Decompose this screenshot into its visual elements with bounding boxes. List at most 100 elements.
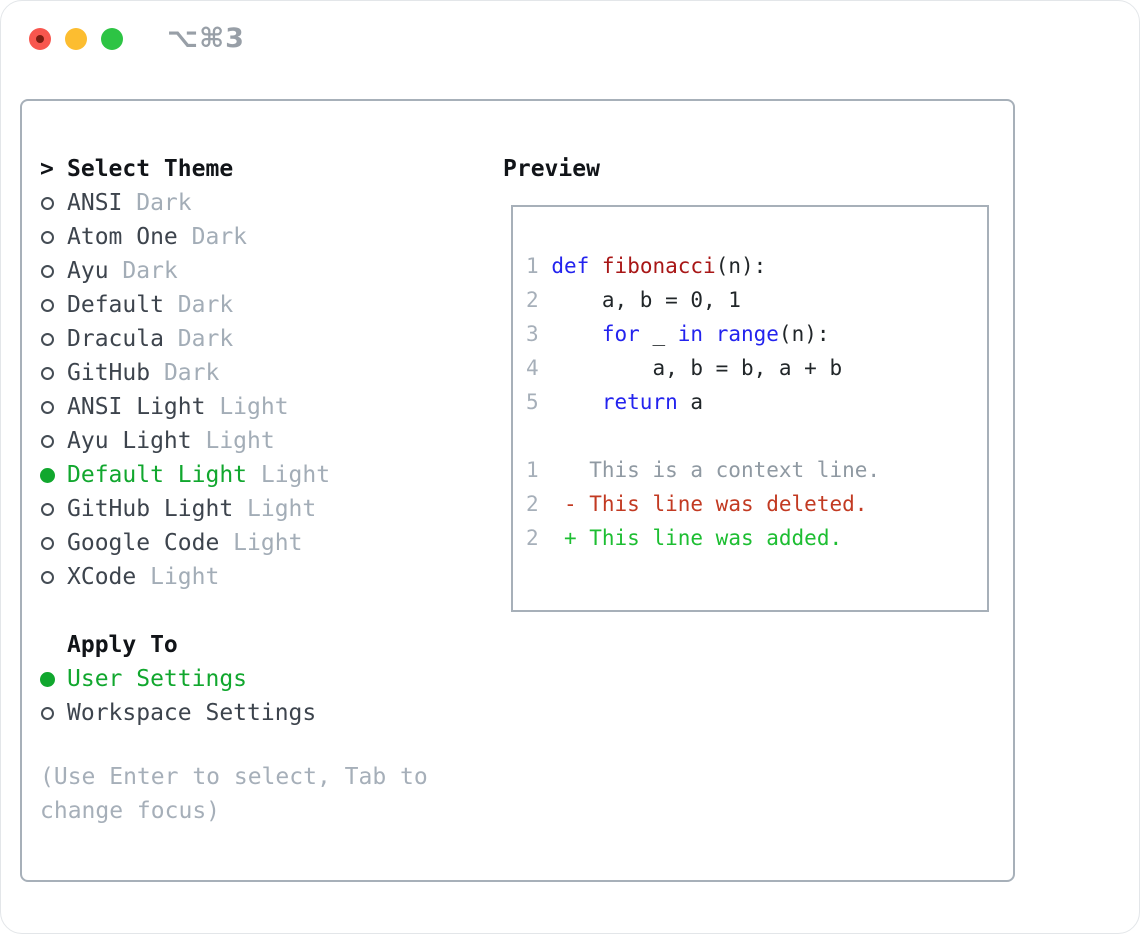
line-number: 1 — [526, 254, 539, 278]
radio-unselected-icon — [41, 264, 54, 278]
code-segment-kw: return — [601, 390, 678, 414]
apply-to-title: Apply To — [67, 632, 178, 658]
theme-option-default-light[interactable]: Default Light Light — [40, 458, 490, 492]
theme-list-header: > Select Theme — [40, 152, 490, 186]
preview-line: 2 a, b = 0, 1 — [526, 288, 987, 322]
help-line: (Use Enter to select, Tab to — [40, 764, 428, 790]
line-number: 3 — [526, 322, 539, 346]
item-label: XCode — [67, 564, 137, 590]
theme-option-ayu-light[interactable]: Ayu Light Light — [40, 424, 490, 458]
item-variant-label: Light — [205, 394, 289, 420]
radio-selected-icon — [40, 467, 55, 483]
item-label: ANSI Light — [67, 394, 206, 420]
code-segment-code — [539, 492, 564, 516]
line-number: 2 — [526, 288, 539, 312]
radio-unselected-icon — [41, 196, 54, 210]
code-segment-code — [539, 390, 602, 414]
code-segment-code — [589, 254, 602, 278]
theme-option-atom-one[interactable]: Atom One Dark — [40, 220, 490, 254]
line-number: 2 — [526, 526, 539, 550]
preview-line: 4 a, b = b, a + b — [526, 356, 987, 390]
code-segment-code: (n): — [715, 254, 767, 278]
item-label: GitHub Light — [67, 496, 234, 522]
radio-unselected-icon — [41, 298, 54, 312]
minimize-button[interactable] — [65, 28, 87, 50]
radio-unselected-icon — [41, 332, 54, 346]
theme-list-title: Select Theme — [67, 156, 234, 182]
radio-unselected-icon — [41, 706, 54, 720]
code-segment-kw: for — [601, 322, 640, 346]
apply-option-user-settings[interactable]: User Settings — [40, 662, 490, 696]
title-bar: ⌥⌘3 — [1, 1, 1139, 77]
item-label: User Settings — [67, 666, 248, 692]
apply-to-header: Apply To — [40, 628, 490, 662]
preview-line: 2 - This line was deleted. — [526, 492, 987, 526]
item-variant-label: Dark — [150, 360, 220, 386]
code-segment-del: - This line was deleted. — [563, 492, 868, 516]
code-segment-kw: def — [551, 254, 590, 278]
help-line: change focus) — [40, 798, 221, 824]
radio-unselected-icon — [41, 502, 54, 516]
item-variant-label: Light — [191, 428, 275, 454]
code-segment-fn: fibonacci — [601, 254, 716, 278]
zoom-button[interactable] — [101, 28, 123, 50]
preview-line: 3 for _ in range(n): — [526, 322, 987, 356]
code-segment-code — [539, 322, 602, 346]
spacer-row — [40, 594, 490, 628]
apply-option-workspace-settings[interactable]: Workspace Settings — [40, 696, 490, 730]
traffic-lights — [29, 28, 123, 50]
item-variant-label: Light — [233, 496, 317, 522]
theme-option-google-code[interactable]: Google Code Light — [40, 526, 490, 560]
line-number: 2 — [526, 492, 539, 516]
line-number: 4 — [526, 356, 539, 380]
item-label: Default Light — [67, 462, 248, 488]
item-variant-label: Dark — [122, 190, 192, 216]
code-segment-kw: range — [715, 322, 779, 346]
item-label: Ayu — [67, 258, 109, 284]
theme-option-ayu[interactable]: Ayu Dark — [40, 254, 490, 288]
radio-selected-icon — [40, 671, 55, 687]
line-number: 1 — [526, 458, 539, 482]
item-label: Ayu Light — [67, 428, 192, 454]
item-variant-label: Dark — [163, 292, 234, 318]
cursor-indicator: > — [40, 156, 54, 182]
theme-option-github[interactable]: GitHub Dark — [40, 356, 490, 390]
code-segment-code: a, b = 0, 1 — [538, 288, 741, 312]
radio-unselected-icon — [41, 536, 54, 550]
theme-option-xcode[interactable]: XCode Light — [40, 560, 490, 594]
preview-title: Preview — [503, 156, 600, 182]
item-label: ANSI — [67, 190, 123, 216]
item-variant-label: Light — [219, 530, 303, 556]
code-segment-code — [539, 526, 564, 550]
line-number: 5 — [526, 390, 539, 414]
code-segment-kw: in — [677, 322, 704, 346]
theme-option-ansi-light[interactable]: ANSI Light Light — [40, 390, 490, 424]
item-variant-label: Dark — [163, 326, 234, 352]
close-button[interactable] — [29, 28, 51, 50]
window-title: ⌥⌘3 — [167, 23, 245, 54]
item-label: GitHub — [67, 360, 151, 386]
radio-unselected-icon — [41, 434, 54, 448]
theme-option-dracula[interactable]: Dracula Dark — [40, 322, 490, 356]
item-label: Atom One — [67, 224, 178, 250]
preview-line: 1 def fibonacci(n): — [526, 254, 987, 288]
theme-option-default[interactable]: Default Dark — [40, 288, 490, 322]
preview-line: 2 + This line was added. — [526, 526, 987, 560]
theme-option-ansi[interactable]: ANSI Dark — [40, 186, 490, 220]
code-segment-code: _ — [639, 322, 678, 346]
radio-unselected-icon — [41, 570, 54, 584]
code-segment-code: a, b = b, a + b — [538, 356, 843, 380]
code-segment-code — [539, 254, 552, 278]
theme-option-github-light[interactable]: GitHub Light Light — [40, 492, 490, 526]
spacer-row — [40, 730, 490, 764]
code-segment-add: + This line was added. — [563, 526, 843, 550]
code-segment-ctx: This is a context line. — [538, 458, 881, 482]
item-label: Workspace Settings — [67, 700, 317, 726]
